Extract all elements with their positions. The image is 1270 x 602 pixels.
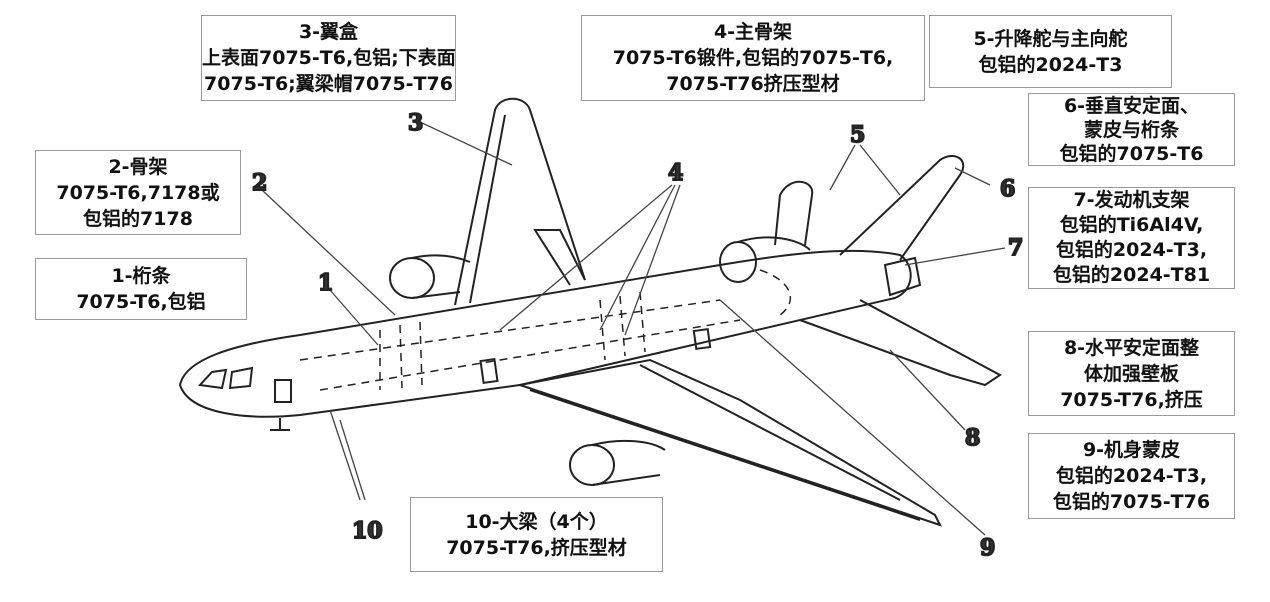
callout-line: 包铝的2024-T3 (978, 53, 1123, 76)
marker-6: 6 (1000, 176, 1015, 202)
horizontal-stabilizer (799, 299, 1002, 387)
callout-line: 7075-T76,挤压 (1060, 388, 1203, 411)
callout-line: 7075-T6,7178或 (56, 181, 220, 204)
callout-line: 体加强壁板 (1083, 362, 1179, 385)
callout-line: 6-垂直安定面、 (1063, 94, 1200, 117)
callout-line: 包铝的2024-T3, (1055, 465, 1208, 487)
upper-engine (389, 257, 435, 299)
marker-9: 9 (980, 535, 995, 561)
marker-5: 5 (850, 122, 865, 148)
callout-line: 4-主骨架 (713, 21, 793, 43)
door (274, 379, 292, 403)
marker-1: 1 (318, 270, 333, 296)
vertical-stabilizer (839, 155, 965, 261)
callout-4-main-frame: 4-主骨架 7075-T6锻件,包铝的7075-T6, 7075-T76挤压型材 (581, 15, 925, 101)
marker-10: 10 (352, 518, 383, 544)
engine-mount (883, 256, 922, 297)
callout-line: 包铝的7075-T6 (1059, 142, 1204, 165)
callout-line: 10-大梁（4个） (465, 510, 608, 533)
fuselage (178, 249, 912, 418)
callout-line: 5-升降舵与主向舵 (973, 27, 1128, 50)
marker-8: 8 (965, 425, 980, 451)
callout-line: 7075-T6锻件,包铝的7075-T6, (612, 47, 894, 69)
callout-7-engine-mount: 7-发动机支架 包铝的Ti6Al4V, 包铝的2024-T3, 包铝的2024-… (1028, 187, 1235, 289)
callout-9-fuselage-skin: 9-机身蒙皮 包铝的2024-T3, 包铝的7075-T76 (1028, 433, 1235, 519)
lower-engine (569, 444, 615, 486)
callout-line: 9-机身蒙皮 (1082, 439, 1181, 461)
callout-5-elevator-rudder: 5-升降舵与主向舵 包铝的2024-T3 (929, 15, 1172, 88)
callout-line: 包铝的2024-T3, (1055, 239, 1208, 261)
callout-line: 包铝的2024-T81 (1052, 264, 1211, 286)
lower-wing (516, 358, 942, 527)
nose-gear (270, 418, 290, 431)
upper-wing (454, 97, 586, 306)
fuselage-frames (299, 269, 792, 391)
marker-3: 3 (408, 110, 423, 136)
callout-6-vertical-stabilizer: 6-垂直安定面、 蒙皮与桁条 包铝的7075-T6 (1028, 93, 1235, 166)
callout-line: 包铝的7178 (83, 207, 193, 230)
callout-line: 3-翼盒 (298, 21, 359, 43)
callout-line: 蒙皮与桁条 (1083, 118, 1179, 141)
callout-line: 7075-T76,挤压型材 (446, 536, 627, 559)
callout-line: 7-发动机支架 (1073, 189, 1190, 211)
callout-2-frame: 2-骨架 7075-T6,7178或 包铝的7178 (35, 150, 241, 235)
cockpit-windows (197, 366, 254, 390)
marker-2: 2 (252, 170, 267, 196)
leader-lines (261, 121, 1006, 536)
callout-line: 7075-T6;翼梁帽7075-T76 (204, 73, 453, 95)
callout-line: 7075-T76挤压型材 (666, 73, 840, 95)
callout-line: 2-骨架 (108, 155, 168, 178)
callout-10-longerons: 10-大梁（4个） 7075-T76,挤压型材 (410, 497, 663, 572)
callout-line: 7075-T6,包铝 (76, 291, 206, 313)
callout-line: 包铝的Ti6Al4V, (1059, 214, 1204, 236)
callout-line: 8-水平安定面整 (1063, 336, 1200, 359)
callout-line: 1-桁条 (111, 265, 171, 287)
callout-line: 上表面7075-T6,包铝;下表面 (202, 47, 456, 69)
callout-1-stringer: 1-桁条 7075-T6,包铝 (35, 258, 247, 320)
callout-3-wing-box: 3-翼盒 上表面7075-T6,包铝;下表面 7075-T6;翼梁帽7075-T… (201, 15, 456, 101)
callout-line: 包铝的7075-T76 (1052, 491, 1211, 513)
callout-8-horizontal-stabilizer: 8-水平安定面整 体加强壁板 7075-T76,挤压 (1028, 331, 1235, 416)
marker-4: 4 (668, 160, 683, 186)
marker-7: 7 (1008, 235, 1023, 261)
